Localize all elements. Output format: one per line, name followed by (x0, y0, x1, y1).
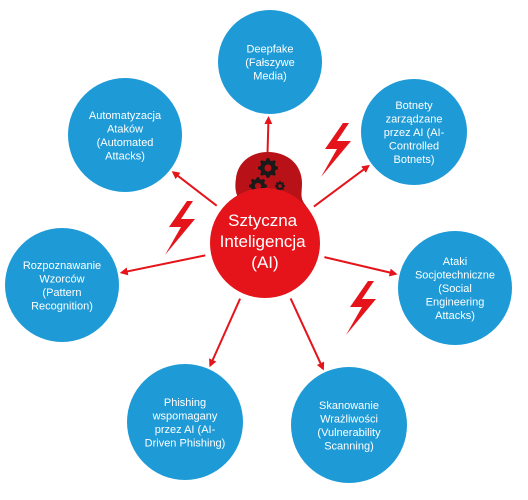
center-label: Sztyczna Inteligencja (AI) (220, 211, 311, 272)
node-label-line: wspomagany (152, 410, 218, 422)
arrow-to-botnets (313, 164, 370, 208)
node-label-line: Rozpoznawanie (23, 260, 101, 272)
node-label-line: Socjotechniczne (415, 270, 495, 282)
node-label-line: Wzorców (39, 273, 84, 285)
arrow-to-automated-attacks (171, 171, 218, 207)
lightning-bolt-icon (321, 123, 351, 177)
center-label-line: Sztyczna (228, 211, 298, 230)
node-label-line: Ataki (443, 256, 467, 268)
node-circle (68, 78, 182, 192)
node-label-line: Botnets) (394, 154, 435, 166)
node-label-line: (Automated (97, 137, 154, 149)
node-label-line: (Fałszywe (245, 57, 295, 69)
node-label-line: Deepfake (246, 44, 293, 56)
gear-hole (254, 182, 262, 190)
arrow-to-social-engineering (324, 256, 398, 277)
arrows (119, 116, 398, 371)
center-node: Sztyczna Inteligencja (AI) (210, 188, 320, 298)
node-label-line: Attacks) (435, 310, 475, 322)
center-circle (210, 188, 320, 298)
center-label-line: (AI) (251, 253, 278, 272)
node-circle (5, 228, 119, 342)
node-label-line: Media) (253, 71, 287, 83)
arrow-to-vulnerability-scanning (289, 297, 325, 371)
node-label-line: Controlled (389, 141, 439, 153)
node-label-line: Phishing (164, 397, 206, 409)
node-label-line: Recognition) (31, 300, 93, 312)
gear-hole (278, 184, 282, 188)
gear-hole (264, 164, 272, 172)
node-label-line: Skanowanie (319, 400, 379, 412)
node-label-line: przez AI (AI- (155, 424, 216, 436)
arrow-to-phishing (209, 298, 242, 368)
node-label-line: Attacks) (105, 150, 145, 162)
node-label-line: zarządzane (386, 114, 443, 126)
node-label-line: Botnety (395, 100, 433, 112)
center-label-line: Inteligencja (220, 232, 307, 251)
node-label-line: Scanning) (324, 440, 374, 452)
node-label-line: (Pattern (42, 287, 81, 299)
lightning-bolt-icon (346, 281, 376, 335)
node-label-line: Ataków (107, 123, 143, 135)
lightning-bolt-icon (165, 201, 195, 255)
arrow-to-pattern-recognition (119, 254, 206, 276)
node-label-line: (Social (438, 283, 472, 295)
node-label-line: Engineering (426, 297, 485, 309)
node-circle (291, 367, 407, 483)
node-label-line: (Vulnerability (317, 427, 381, 439)
node-circle (361, 79, 467, 185)
node-label-line: przez AI (AI- (384, 127, 445, 139)
node-circle (218, 10, 322, 114)
node-label-line: Wrażliwości (320, 413, 378, 425)
node-circle (398, 231, 512, 345)
node-label-line: Automatyzacja (89, 110, 162, 122)
node-label-line: Driven Phishing) (145, 437, 226, 449)
node-circle (127, 364, 243, 480)
lightning-bolts (165, 123, 376, 335)
